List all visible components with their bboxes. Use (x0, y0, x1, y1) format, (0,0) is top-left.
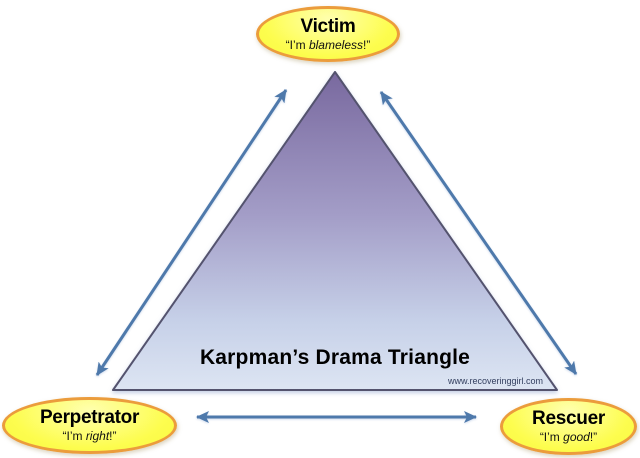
victim-quote: “I’m blameless!” (285, 37, 371, 52)
rescuer-node: Rescuer “I’m good!” (500, 398, 637, 455)
perpetrator-node: Perpetrator “I’m right!” (2, 397, 177, 454)
victim-node: Victim “I’m blameless!” (256, 6, 400, 62)
rescuer-label: Rescuer (532, 408, 605, 429)
victim-rescuer-arrow (379, 91, 578, 375)
website-credit: www.recoveringgirl.com (447, 376, 543, 386)
victim-perpetrator-arrow (95, 89, 288, 376)
gradient-triangle-shape (112, 71, 558, 391)
perpetrator-quote: “I’m right!” (62, 429, 117, 443)
victim-label: Victim (300, 15, 356, 37)
diagram-title: Karpman’s Drama Triangle (199, 346, 471, 369)
rescuer-quote: “I’m good!” (539, 430, 598, 444)
perpetrator-label: Perpetrator (39, 407, 140, 428)
